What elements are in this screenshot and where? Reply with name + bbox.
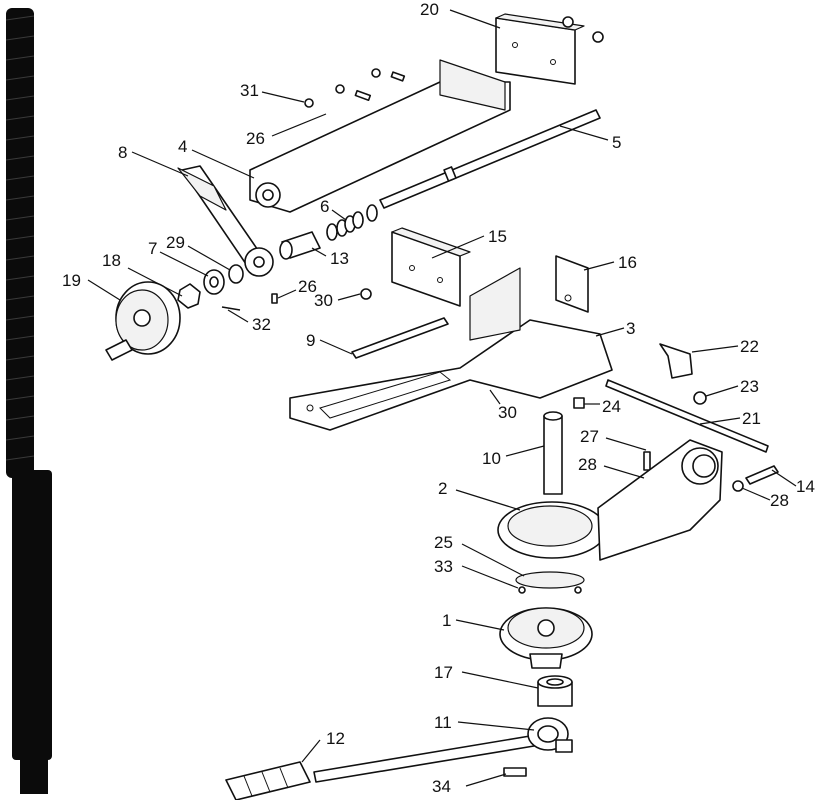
- callout-19: 19: [62, 271, 81, 290]
- callout-26: 26: [246, 129, 265, 148]
- threaded-rod: [5, 8, 52, 794]
- part-13-bushing: [279, 231, 321, 260]
- callout-17: 17: [434, 663, 453, 682]
- callout-14: 14: [796, 477, 815, 496]
- callout-20: 20: [420, 0, 439, 19]
- callout-31: 31: [240, 81, 259, 100]
- part-24-clip: [573, 397, 585, 409]
- callout-2: 2: [438, 479, 447, 498]
- callout-11: 11: [434, 713, 452, 732]
- callout-30: 30: [314, 291, 333, 310]
- pins-26-32-30: [221, 288, 372, 311]
- callout-24: 24: [602, 397, 621, 416]
- part-23-knob: [693, 391, 707, 405]
- part-25-ring: [515, 571, 585, 589]
- part-34-pin: [503, 767, 527, 777]
- part-33-pins: [518, 586, 582, 594]
- part-20-jaw-plate: [495, 13, 585, 85]
- callout-25: 25: [434, 533, 453, 552]
- part-5-shaft: [379, 109, 601, 209]
- callout-26: 26: [298, 277, 317, 296]
- part-17-bushing: [537, 675, 573, 707]
- callout-labels: 20 31 26 5 8 4 6 15 29 7 18 13 16 19 26 …: [62, 0, 815, 796]
- part-22-crank: [659, 343, 693, 379]
- callout-6: 6: [320, 197, 329, 216]
- callout-8: 8: [118, 143, 127, 162]
- callout-1: 1: [442, 611, 451, 630]
- part-10-post: [543, 411, 563, 495]
- callout-21: 21: [742, 409, 761, 428]
- callout-18: 18: [102, 251, 121, 270]
- callout-28: 28: [770, 491, 789, 510]
- callout-7: 7: [148, 239, 157, 258]
- callout-3: 3: [626, 319, 635, 338]
- callout-34: 34: [432, 777, 451, 796]
- part-4-arm: [249, 59, 511, 213]
- callout-28: 28: [578, 455, 597, 474]
- callout-16: 16: [618, 253, 637, 272]
- part-9-strip: [351, 317, 449, 359]
- callout-22: 22: [740, 337, 759, 356]
- part-11-lever: [313, 717, 573, 783]
- part-16-plate: [555, 255, 589, 313]
- washers-29-7-18: [177, 264, 244, 309]
- part-14-bolt: [732, 465, 779, 492]
- callout-13: 13: [330, 249, 349, 268]
- callout-32: 32: [252, 315, 271, 334]
- screws-top: [562, 16, 604, 43]
- callout-33: 33: [434, 557, 453, 576]
- part-12-grip: [225, 761, 311, 800]
- part-15-plate: [391, 227, 471, 307]
- callout-15: 15: [488, 227, 507, 246]
- part-2-body: [497, 439, 723, 561]
- callout-4: 4: [178, 137, 187, 156]
- small-nuts-31: [304, 68, 406, 108]
- part-21-rod: [605, 379, 769, 453]
- part-1-hub: [499, 607, 593, 669]
- part-3-base-frame: [289, 267, 613, 431]
- leader-lines: [87, 9, 797, 787]
- part-19-handwheel: [105, 281, 181, 361]
- callout-9: 9: [306, 331, 315, 350]
- callout-23: 23: [740, 377, 759, 396]
- callout-12: 12: [326, 729, 345, 748]
- callout-29: 29: [166, 233, 185, 252]
- callout-5: 5: [612, 133, 621, 152]
- callout-27: 27: [580, 427, 599, 446]
- part-6-springs: [326, 204, 378, 241]
- part-8-link: [177, 165, 274, 277]
- callout-30: 30: [498, 403, 517, 422]
- callout-10: 10: [482, 449, 501, 468]
